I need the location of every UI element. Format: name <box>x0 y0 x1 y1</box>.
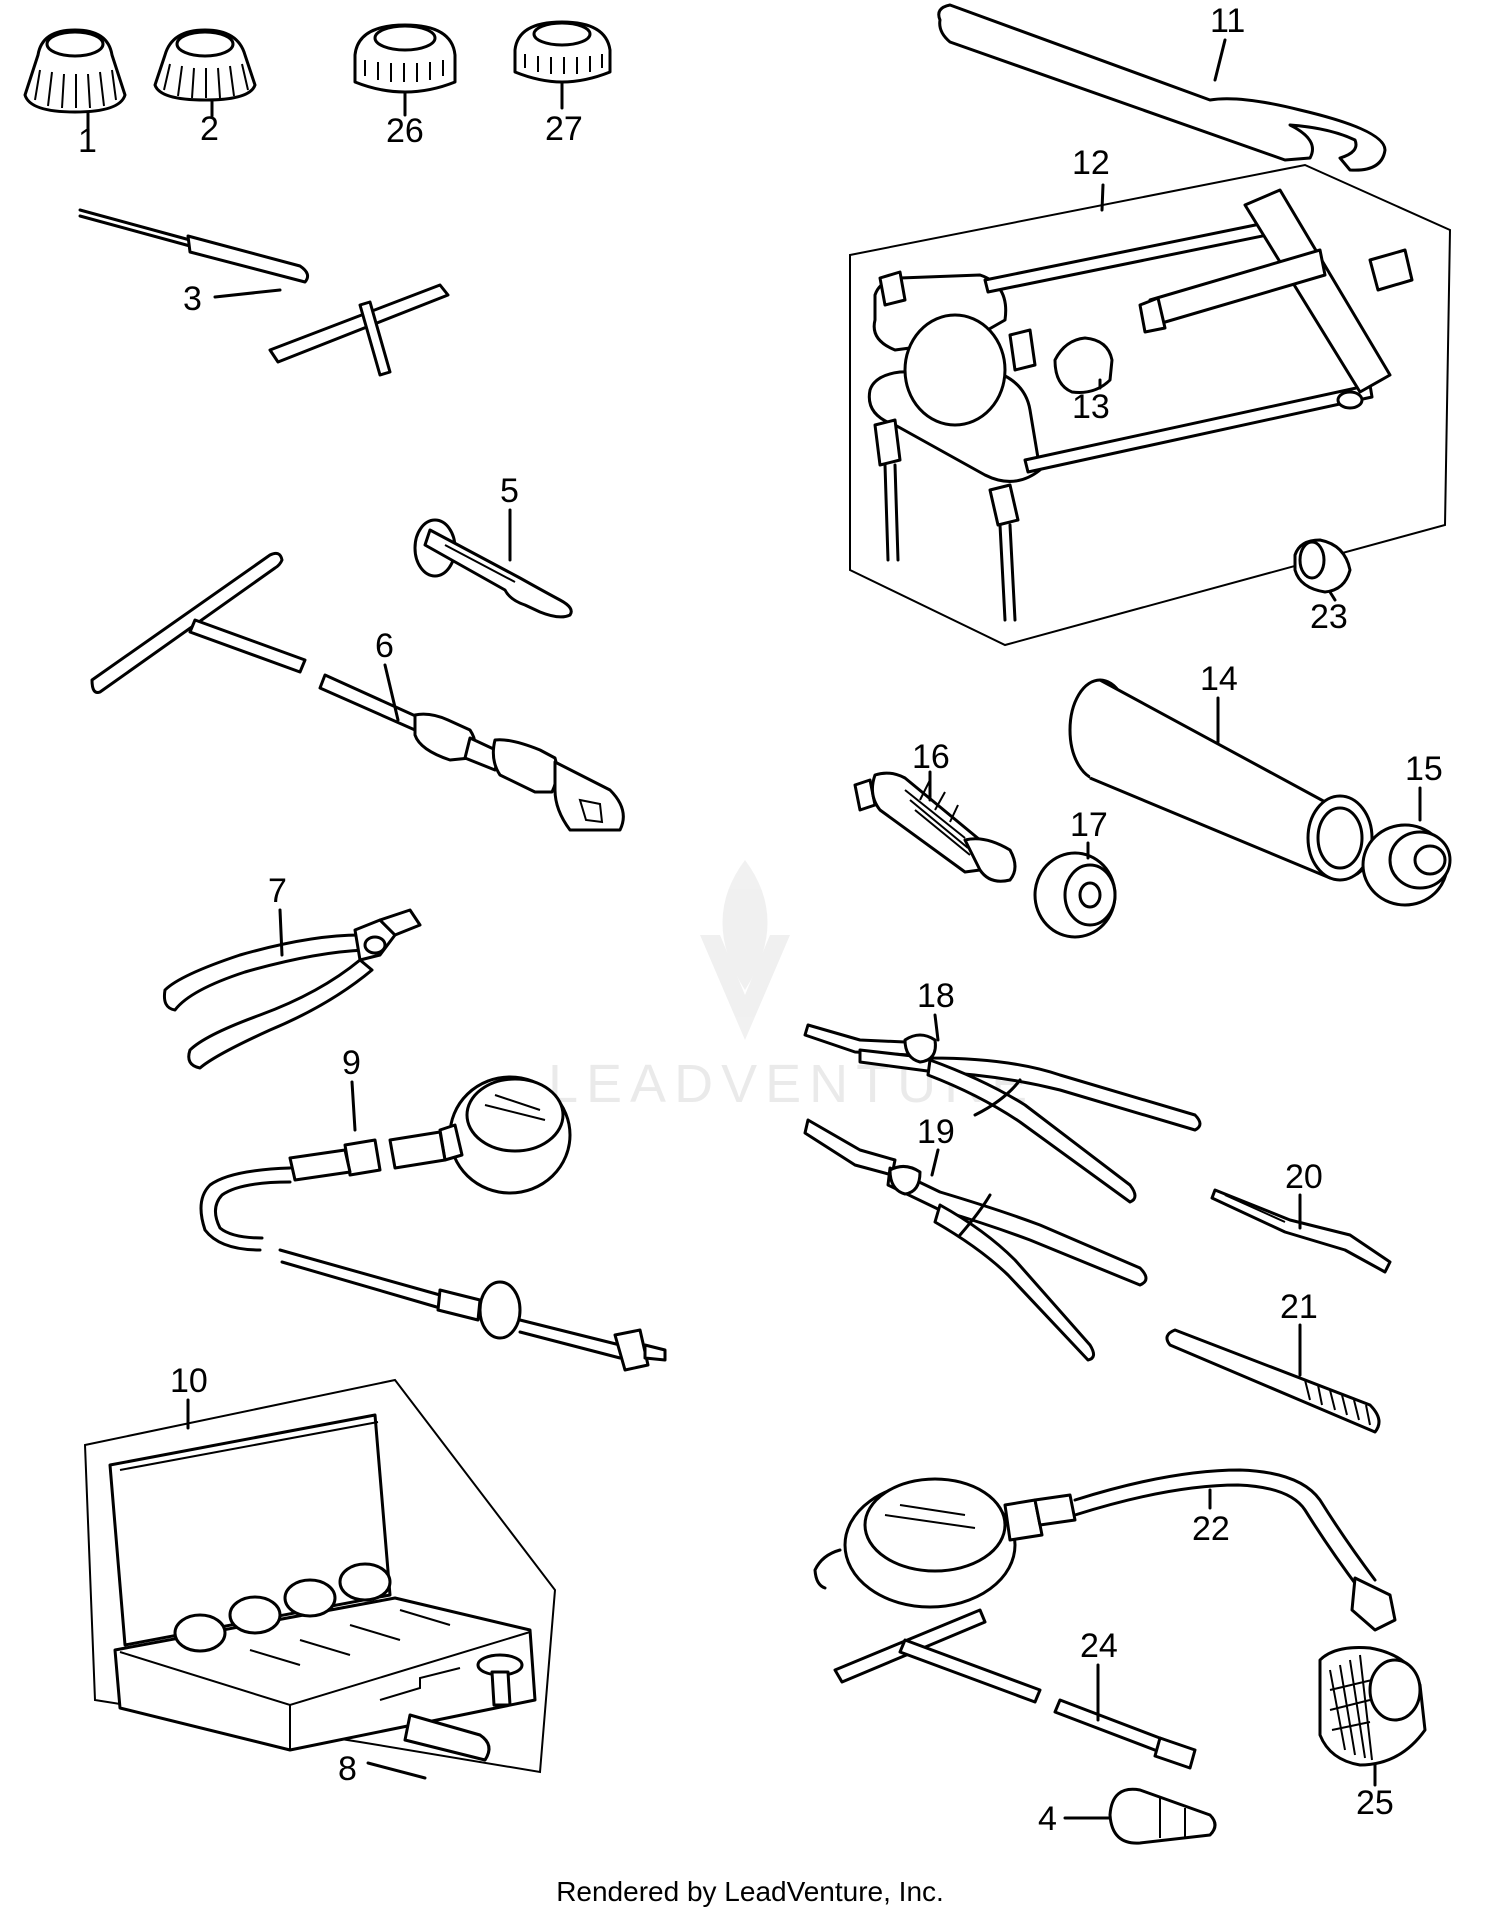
callout-20: 20 <box>1285 1158 1323 1196</box>
callout-9: 9 <box>342 1044 361 1082</box>
callout-7: 7 <box>268 872 287 910</box>
callout-23: 23 <box>1310 598 1348 636</box>
t-handle-3-drawing <box>78 208 450 377</box>
callout-26: 26 <box>386 112 424 150</box>
callout-10: 10 <box>170 1362 208 1400</box>
puller-12-drawing <box>849 163 1452 647</box>
callout-12: 12 <box>1072 144 1110 182</box>
gauge-kit-10-drawing <box>83 1378 557 1774</box>
watermark-logo <box>700 860 790 1040</box>
wrench-5-drawing <box>413 518 573 619</box>
bearing-2-drawing <box>153 28 257 102</box>
callout-8: 8 <box>338 1750 357 1788</box>
driver-16-drawing <box>853 771 1017 883</box>
callout-18: 18 <box>917 977 955 1015</box>
spanner-11-drawing <box>937 3 1387 172</box>
cap-25-drawing <box>1318 1646 1427 1767</box>
callout-3: 3 <box>183 280 202 318</box>
adapter-8-drawing <box>403 1653 524 1762</box>
callout-19: 19 <box>917 1113 955 1151</box>
pliers-18-drawing <box>803 1023 1202 1204</box>
callout-15: 15 <box>1405 750 1443 788</box>
adapter-15-drawing <box>1361 823 1452 907</box>
callout-4: 4 <box>1038 1800 1057 1838</box>
tube-14-drawing <box>1068 678 1374 882</box>
callout-13: 13 <box>1072 388 1110 426</box>
callout-22: 22 <box>1192 1510 1230 1548</box>
punch-20-drawing <box>1210 1188 1392 1274</box>
bearing-1-drawing <box>23 28 127 114</box>
pliers-7-drawing <box>163 908 422 1070</box>
callout-6: 6 <box>375 627 394 665</box>
callout-16: 16 <box>912 738 950 776</box>
callout-5: 5 <box>500 472 519 510</box>
callout-24: 24 <box>1080 1627 1118 1665</box>
callout-27: 27 <box>545 110 583 148</box>
pliers-19-drawing <box>803 1118 1148 1362</box>
callout-14: 14 <box>1200 660 1238 698</box>
footer-credit: Rendered by LeadVenture, Inc. <box>556 1876 944 1907</box>
cap-27-drawing <box>513 20 612 84</box>
callout-1: 1 <box>78 122 97 160</box>
t-handle-24-drawing <box>833 1608 1197 1770</box>
rod-21-drawing <box>1165 1328 1381 1434</box>
cap-26-drawing <box>353 23 457 94</box>
tip-4-drawing <box>1108 1787 1217 1845</box>
callout-21: 21 <box>1280 1288 1318 1326</box>
gauge-9-drawing <box>199 1075 667 1372</box>
callout-25: 25 <box>1356 1784 1394 1822</box>
callout-17: 17 <box>1070 806 1108 844</box>
callout-2: 2 <box>200 110 219 148</box>
gauge-22-drawing <box>813 1468 1397 1632</box>
socket-wrench-6-drawing <box>90 551 625 832</box>
cap-23-drawing <box>1293 538 1352 594</box>
callout-11: 11 <box>1210 2 1245 40</box>
collar-17-drawing <box>1033 851 1117 939</box>
